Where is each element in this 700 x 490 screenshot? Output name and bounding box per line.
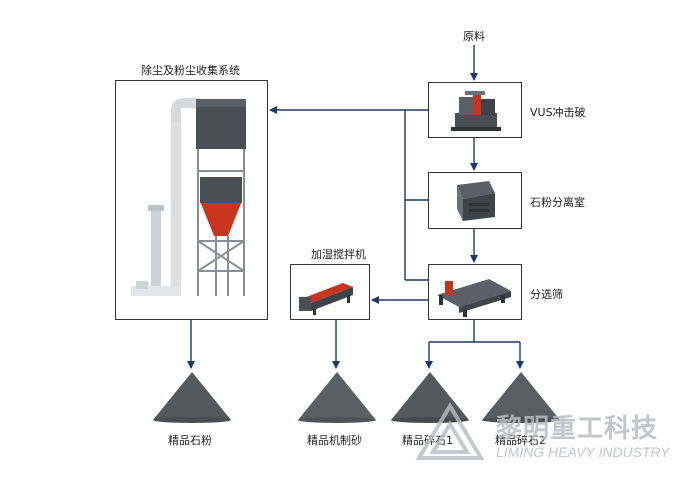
stone-powder-label: 精品石粉 bbox=[168, 434, 212, 447]
liming-logo-icon bbox=[415, 402, 485, 460]
screen-machine-icon bbox=[437, 279, 511, 317]
vus-crusher-machine-icon bbox=[451, 91, 501, 131]
vus-crusher-label: VUS冲击破 bbox=[530, 106, 586, 119]
watermark-en: LIMING HEAVY INDUSTRY bbox=[496, 444, 670, 460]
screen-box bbox=[428, 264, 522, 320]
mixer-label: 加湿搅拌机 bbox=[311, 248, 366, 261]
gravel-2-pile bbox=[482, 372, 560, 423]
dust-system-box bbox=[115, 80, 268, 320]
gravel-2-label: 精品碎石2 bbox=[495, 434, 546, 447]
watermark-cn: 黎明重工科技 bbox=[496, 414, 659, 444]
machine-sand-label: 精品机制砂 bbox=[307, 434, 362, 447]
separator-machine-icon bbox=[457, 181, 495, 221]
stone-powder-separator-box bbox=[428, 172, 522, 229]
mixer-machine-icon bbox=[299, 283, 353, 315]
stone-powder-pile bbox=[153, 372, 231, 423]
raw-material-label: 原料 bbox=[463, 30, 485, 43]
screen-label: 分选筛 bbox=[530, 288, 563, 301]
machine-sand-pile bbox=[298, 372, 376, 423]
mixer-box bbox=[290, 264, 370, 320]
dust-system-label: 除尘及粉尘收集系统 bbox=[141, 64, 240, 77]
stone-powder-separator-label: 石粉分离室 bbox=[530, 196, 585, 209]
dust-collector-tower-icon bbox=[131, 98, 246, 296]
vus-crusher-box bbox=[428, 82, 522, 138]
